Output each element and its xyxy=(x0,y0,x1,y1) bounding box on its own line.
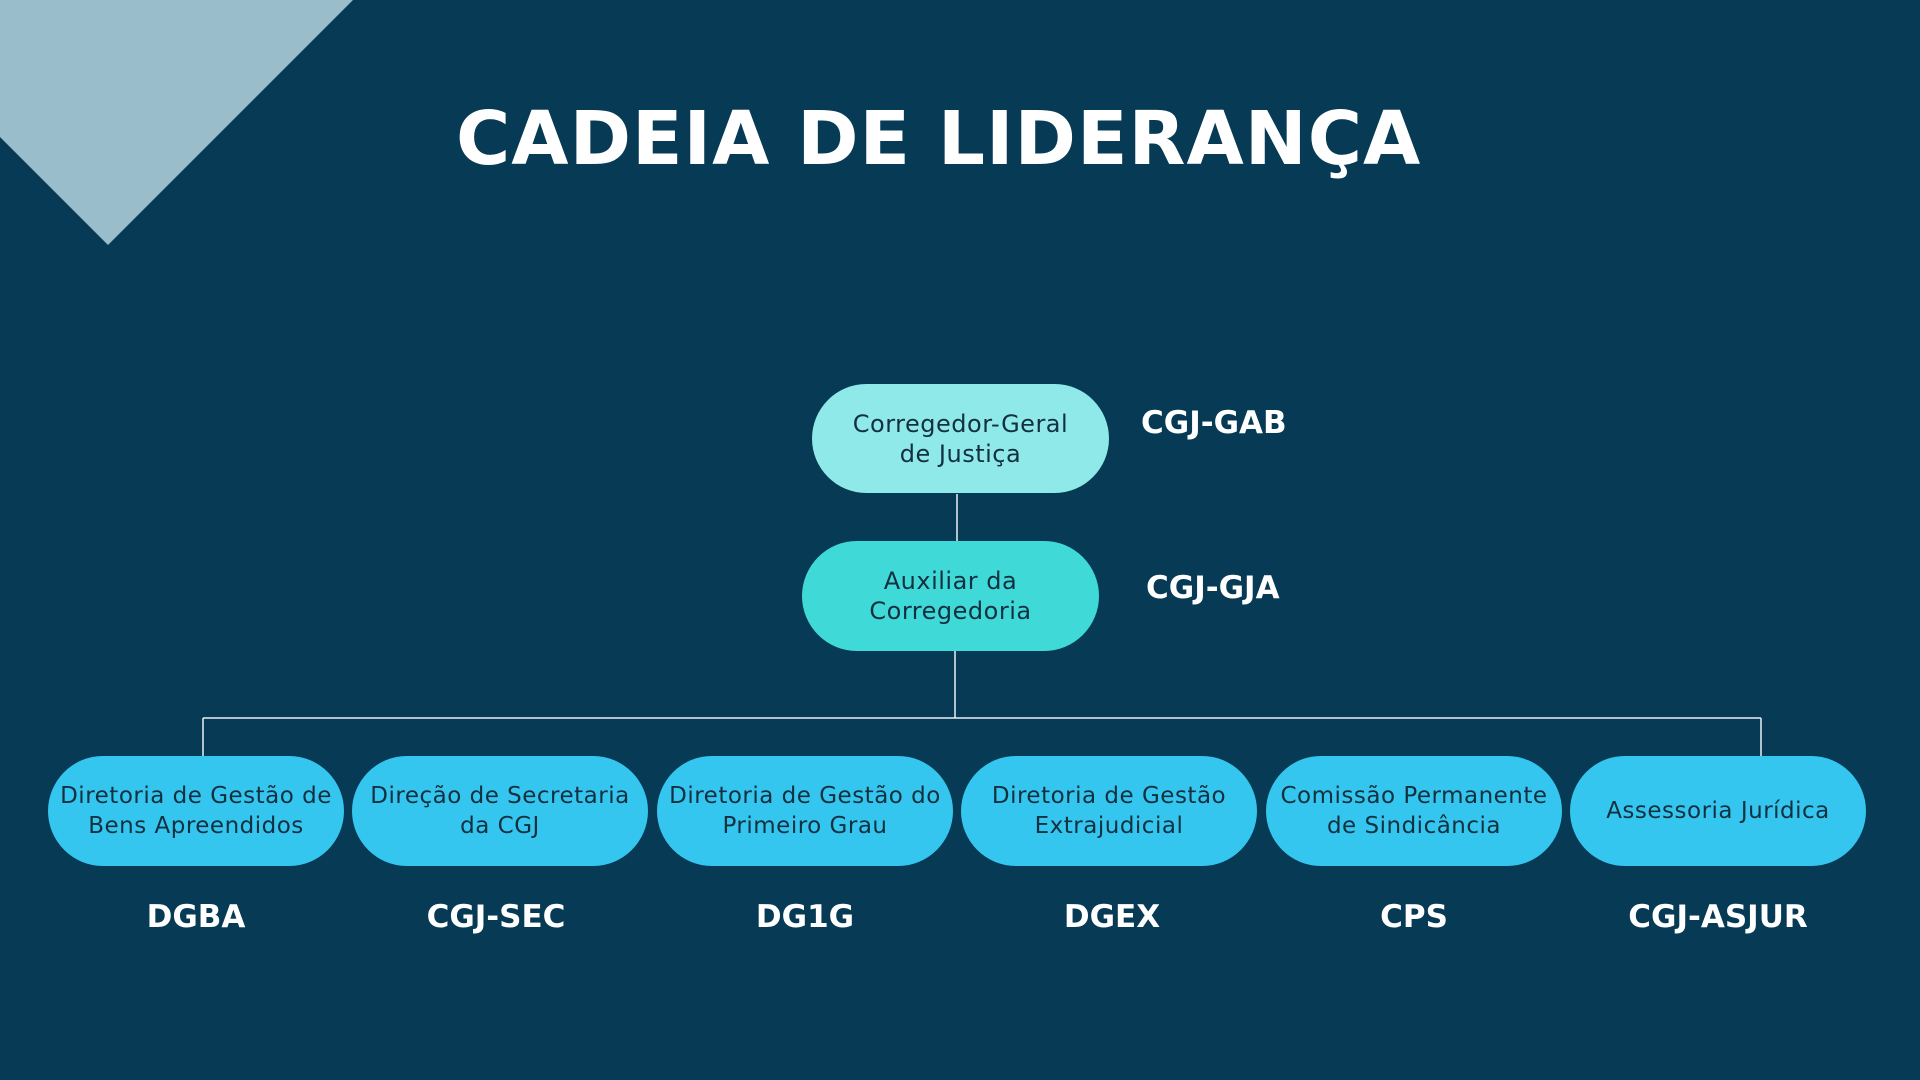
node-cgj-sec-label: Direção de Secretaria da CGJ xyxy=(370,783,630,839)
corner-triangle xyxy=(0,0,353,245)
node-corregedor-geral: Corregedor-Geral de Justiça xyxy=(812,384,1109,493)
node-auxiliar-label: Auxiliar da Corregedoria xyxy=(869,567,1032,625)
code-dgba: DGBA xyxy=(146,899,246,935)
node-dgba: Diretoria de Gestão de Bens Apreendidos xyxy=(48,756,344,866)
code-cgj-gab: CGJ-GAB xyxy=(1141,405,1287,441)
node-dgex-label: Diretoria de Gestão Extrajudicial xyxy=(991,783,1227,839)
node-cgj-asjur: Assessoria Jurídica xyxy=(1570,756,1866,866)
code-cgj-gja: CGJ-GJA xyxy=(1146,570,1280,606)
code-cps: CPS xyxy=(1380,899,1448,935)
node-dg1g: Diretoria de Gestão do Primeiro Grau xyxy=(657,756,953,866)
code-dg1g: DG1G xyxy=(755,899,855,935)
code-cgj-asjur: CGJ-ASJUR xyxy=(1628,899,1808,935)
node-cgj-sec: Direção de Secretaria da CGJ xyxy=(352,756,648,866)
node-dg1g-label: Diretoria de Gestão do Primeiro Grau xyxy=(669,783,941,839)
node-auxiliar: Auxiliar da Corregedoria xyxy=(802,541,1099,651)
node-cps-label: Comissão Permanente de Sindicância xyxy=(1280,783,1548,839)
node-cps: Comissão Permanente de Sindicância xyxy=(1266,756,1562,866)
node-dgba-label: Diretoria de Gestão de Bens Apreendidos xyxy=(60,783,332,839)
node-corregedor-geral-label: Corregedor-Geral de Justiça xyxy=(852,409,1069,468)
node-dgex: Diretoria de Gestão Extrajudicial xyxy=(961,756,1257,866)
page-title: CADEIA DE LIDERANÇA xyxy=(456,96,1422,182)
node-cgj-asjur-label: Assessoria Jurídica xyxy=(1606,798,1830,824)
code-cgj-sec: CGJ-SEC xyxy=(426,899,566,935)
code-dgex: DGEX xyxy=(1063,899,1161,935)
